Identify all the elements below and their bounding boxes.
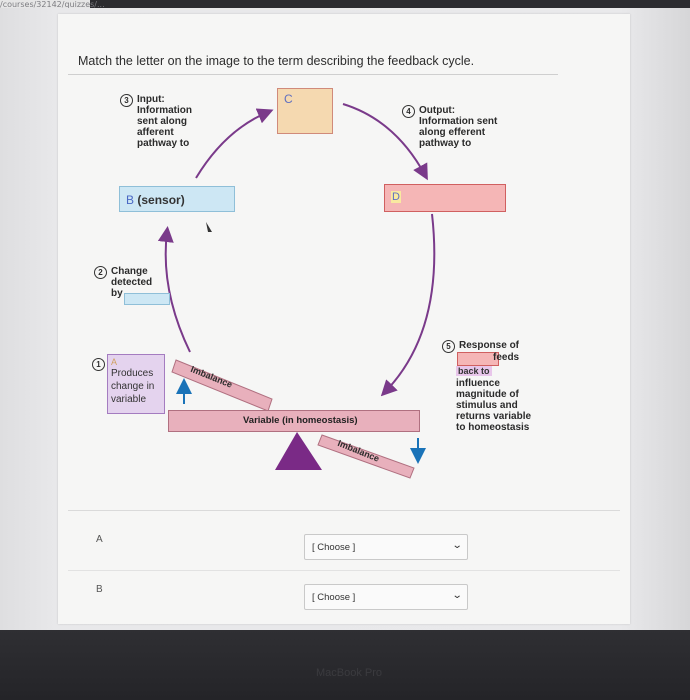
answer-row-letter-b: B bbox=[96, 584, 103, 595]
response-arrow bbox=[380, 213, 436, 397]
effector-box: D bbox=[384, 184, 506, 212]
cursor-icon bbox=[206, 222, 212, 232]
sensor-box: B (sensor) bbox=[119, 186, 235, 212]
select-value: [ Choose ] bbox=[312, 592, 356, 603]
question-prompt: Match the letter on the image to the ter… bbox=[78, 54, 475, 68]
chevron-down-icon: ⌄ bbox=[451, 540, 463, 551]
afferent-arrow bbox=[195, 108, 274, 179]
variable-beam: Variable (in homeostasis) bbox=[168, 410, 420, 432]
answer-select-b[interactable]: [ Choose ] ⌄ bbox=[304, 584, 468, 610]
sensor-small-box bbox=[124, 293, 170, 305]
control-center-box: C bbox=[277, 88, 333, 134]
browser-url-fragment: /courses/32142/quizzes/... bbox=[0, 0, 105, 10]
laptop-bezel bbox=[0, 630, 690, 700]
select-value: [ Choose ] bbox=[312, 542, 356, 553]
detection-arrow bbox=[157, 226, 191, 353]
divider bbox=[68, 74, 558, 75]
macbook-label: MacBook Pro bbox=[316, 667, 383, 679]
efferent-arrow bbox=[342, 103, 428, 181]
answer-row-letter-a: A bbox=[96, 534, 103, 545]
effector-small-box bbox=[457, 352, 499, 366]
stimulus-box: A Produces change in variable bbox=[107, 354, 165, 414]
row-separator bbox=[68, 570, 620, 571]
back-to-label: back to bbox=[456, 366, 492, 376]
answers-divider bbox=[68, 510, 620, 511]
answer-select-a[interactable]: [ Choose ] ⌄ bbox=[304, 534, 468, 560]
response-description: influence magnitude of stimulus and retu… bbox=[456, 378, 532, 433]
feeds-label: feeds bbox=[493, 352, 520, 363]
step1-badge: 1 bbox=[92, 358, 109, 371]
chevron-down-icon: ⌄ bbox=[451, 590, 463, 601]
imbalance-beam-bottom bbox=[317, 434, 415, 479]
question-card bbox=[58, 14, 630, 624]
fulcrum bbox=[275, 432, 322, 470]
